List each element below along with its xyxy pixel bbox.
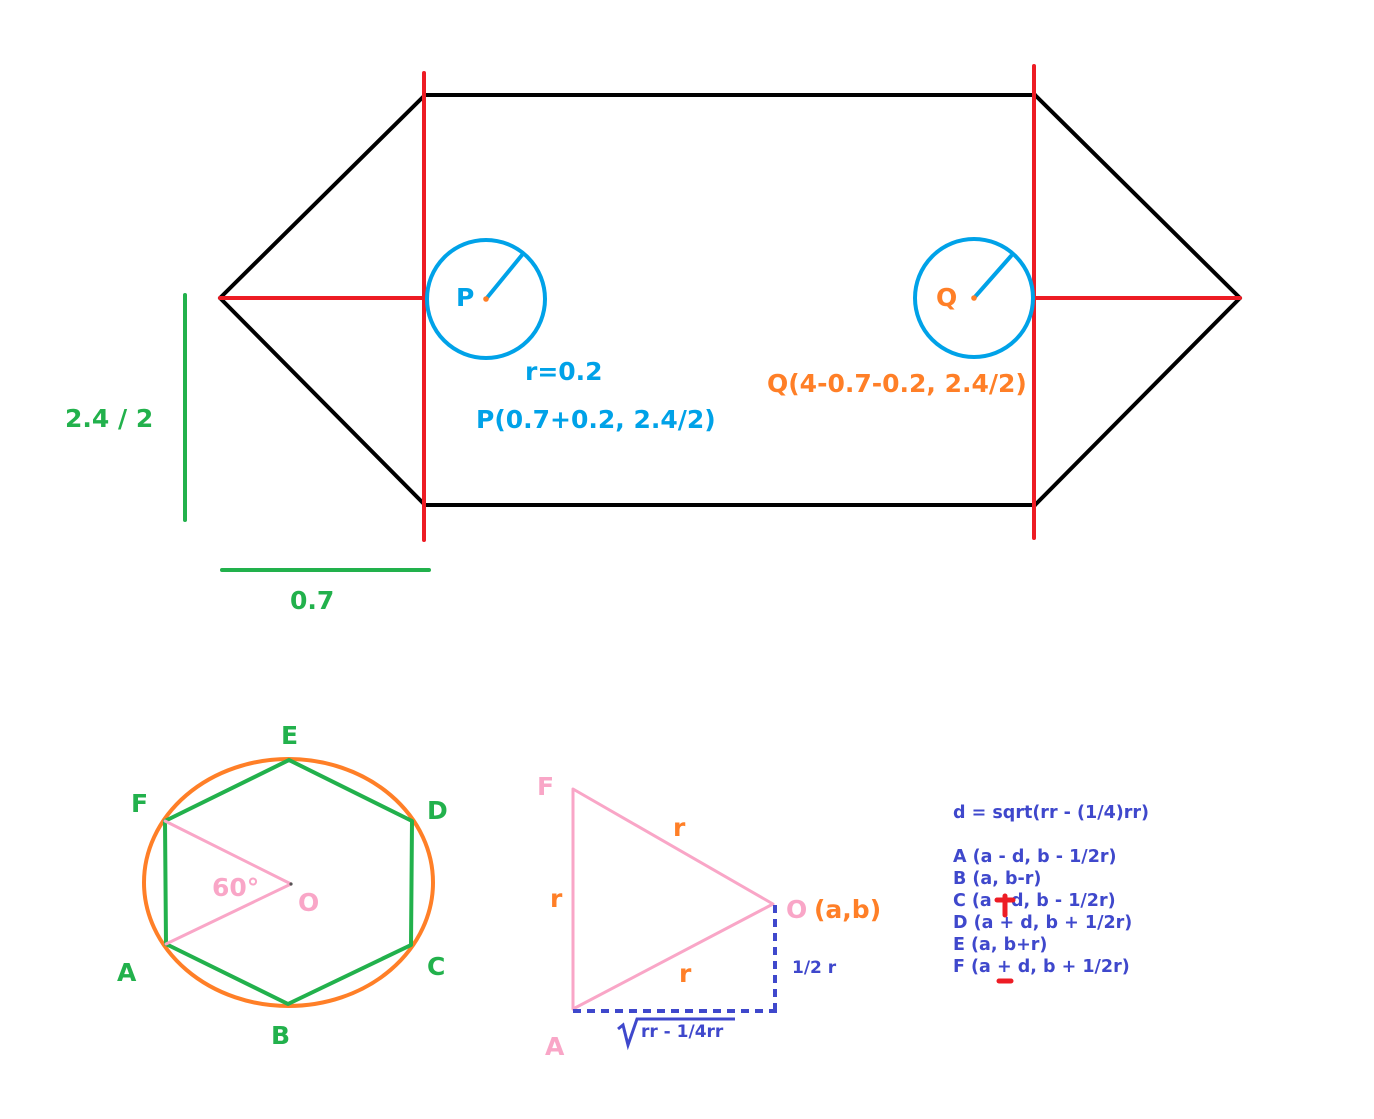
vertex-label-e: E	[281, 721, 298, 750]
red-guides	[218, 64, 1242, 542]
radius-line-f	[163, 819, 293, 886]
vertex-label-a: A	[117, 958, 137, 987]
dimension-markers: 2.4 / 2 0.7	[65, 293, 431, 615]
sqrt-radical-icon	[617, 1017, 735, 1051]
side-label-fa: r	[550, 884, 563, 913]
vertex-label-d: D	[427, 796, 448, 825]
circle-q-center-coords: Q(4-0.7-0.2, 2.4/2)	[767, 369, 1027, 398]
formula-block: d = sqrt(rr - (1/4)rr) A (a - d, b - 1/2…	[953, 803, 1149, 984]
radius-label: r=0.2	[525, 357, 603, 386]
formula-c-start: C (a	[953, 891, 992, 911]
angle-label: 60°	[212, 873, 259, 902]
vertex-label-f: F	[131, 789, 148, 818]
circle-p	[425, 238, 547, 360]
circle-p-label: P	[456, 283, 474, 312]
outline-edge-upper-left	[218, 93, 427, 300]
circle-p-radius	[484, 253, 524, 301]
formula-d: d = sqrt(rr - (1/4)rr)	[953, 803, 1149, 823]
triangle-vertex-f: F	[537, 772, 554, 801]
outline-edge-upper-right	[1033, 93, 1242, 300]
triangle-center-coords: (a,b)	[814, 895, 881, 924]
side-label-fo: r	[673, 813, 686, 842]
triangle-vertex-o: O	[786, 895, 807, 924]
circle-p-center-coords: P(0.7+0.2, 2.4/2)	[476, 405, 716, 434]
formula-c-end: d, b - 1/2r)	[1011, 891, 1116, 911]
formula-f: F (a + d, b + 1/2r)	[953, 957, 1130, 977]
half-r-label: 1/2 r	[792, 958, 837, 978]
circle-q	[913, 237, 1035, 359]
circle-p-center-dot	[483, 296, 489, 302]
formula-d-point: D (a + d, b + 1/2r)	[953, 913, 1132, 933]
hexagon-figure: E F D A C B O 60°	[117, 721, 448, 1050]
red-plus-correction-icon	[994, 893, 1016, 918]
circle-q-group: Q	[913, 237, 1035, 359]
circle-p-group: P	[425, 238, 547, 360]
vertex-label-b: B	[271, 1021, 290, 1050]
sqrt-expression: rr - 1/4rr	[641, 1022, 724, 1042]
equilateral-triangle	[571, 787, 775, 1011]
formula-a: A (a - d, b - 1/2r)	[953, 847, 1117, 867]
circle-q-label: Q	[936, 283, 957, 312]
hexagon-center-dot	[289, 882, 293, 886]
half-height-label: 2.4 / 2	[65, 404, 153, 433]
offset-width-label: 0.7	[290, 586, 334, 615]
circle-q-radius	[972, 254, 1013, 300]
circle-q-center-dot	[971, 295, 977, 301]
radius-line-a	[164, 882, 293, 946]
triangle-figure: F A O (a,b) r r r 1/2 r rr - 1/4rr	[537, 772, 881, 1061]
vertex-label-c: C	[427, 952, 445, 981]
formula-b: B (a, b-r)	[953, 869, 1041, 889]
outline-edge-lower-right	[1033, 296, 1242, 507]
black-outline	[218, 93, 1242, 507]
triangle-vertex-a: A	[545, 1032, 565, 1061]
formula-e: E (a, b+r)	[953, 935, 1047, 955]
outline-edge-lower-left	[218, 296, 427, 507]
side-label-oa: r	[679, 959, 692, 988]
top-figure: P Q r=0.2 P(0.7+0.2, 2.4/2) Q(4-0.7-0.2,…	[65, 64, 1242, 615]
hexagon-center-label: O	[298, 888, 319, 917]
